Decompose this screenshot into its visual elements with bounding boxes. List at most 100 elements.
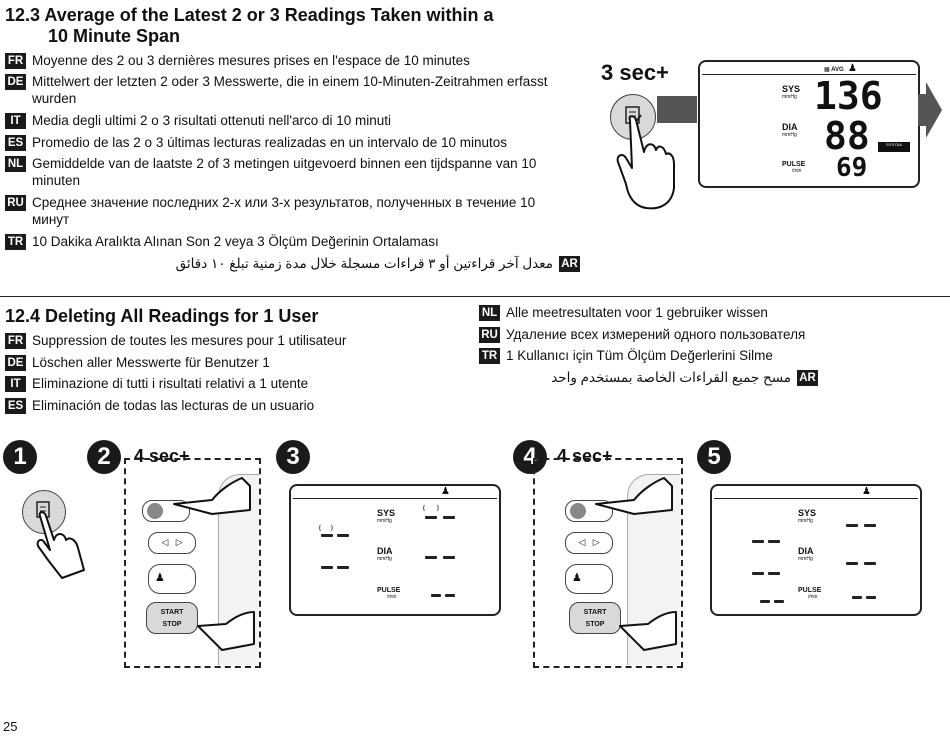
lang-tag: RU — [5, 195, 26, 211]
step-5-badge: 5 — [697, 440, 731, 474]
blink-dash — [321, 566, 333, 569]
lang-tag: IT — [5, 376, 26, 392]
dia-unit: mmHg — [782, 132, 797, 138]
pulse-unit: /min — [387, 594, 397, 600]
lang-tag: TR — [5, 234, 26, 250]
dia-label: DIA — [782, 122, 798, 132]
lang-text: Moyenne des 2 ou 3 dernières mesures pri… — [32, 53, 470, 68]
user-icon: ♟ — [848, 63, 857, 74]
lang-row-fr-2: FR Suppression de toutes les mesures pou… — [5, 332, 465, 349]
user-switch[interactable]: ♟ — [148, 564, 196, 594]
dia-label: DIA — [798, 546, 814, 556]
empty-dash — [760, 600, 770, 603]
start-stop-button[interactable]: START STOP — [569, 602, 621, 634]
empty-dash — [752, 540, 764, 543]
lang-tag: ES — [5, 398, 26, 414]
empty-dash — [846, 562, 858, 565]
sys-label: SYS — [377, 508, 396, 518]
blink-dash — [425, 516, 437, 519]
nav-buttons[interactable]: ◁ ▷ — [565, 532, 613, 554]
pulse-unit: /min — [808, 594, 818, 600]
blink-dash — [443, 516, 455, 519]
step-1-badge: 1 — [3, 440, 37, 474]
lang-tag: DE — [5, 74, 26, 90]
empty-dash — [774, 600, 784, 603]
step-2-badge: 2 — [87, 440, 121, 474]
lang-text: Eliminazione di tutti i risultati relati… — [32, 376, 309, 391]
memory-icon — [147, 503, 163, 519]
empty-dash — [846, 524, 858, 527]
lang-text: Media degli ultimi 2 o 3 risultati otten… — [32, 113, 392, 128]
lang-row-ar-2: AR مسح جميع القراءات الخاصة بمستخدم واحد — [520, 369, 818, 386]
lang-text: مسح جميع القراءات الخاصة بمستخدم واحد — [551, 370, 791, 385]
blink-dash — [443, 556, 455, 559]
blink-dash — [337, 566, 349, 569]
avg-label: ▦ AVG — [824, 67, 844, 73]
stop-label: STOP — [162, 621, 182, 628]
lang-row-it-2: IT Eliminazione di tutti i risultati rel… — [5, 375, 465, 392]
empty-dash — [864, 562, 876, 565]
lang-row-fr: FR Moyenne des 2 ou 3 dernières mesures … — [5, 52, 585, 69]
user-switch[interactable]: ♟ — [565, 564, 613, 594]
pulse-unit: /min — [792, 168, 802, 174]
lang-row-tr-2: TR 1 Kullanıcı için Tüm Ölçüm Değerlerin… — [479, 347, 939, 364]
pressing-hand-icon — [173, 477, 251, 515]
dia-unit: mmHg — [798, 556, 813, 562]
right-arrow-icon — [918, 82, 942, 138]
lang-text: معدل آخر قراءتين أو ٣ قراءات مسجلة خلال … — [175, 256, 553, 271]
pressing-hand-icon — [616, 115, 675, 210]
user-icon: ♟ — [155, 572, 165, 584]
lang-row-nl: NL Gemiddelde van de laatste 2 of 3 meti… — [5, 155, 565, 189]
hold-duration-label: 3 sec+ — [601, 60, 669, 85]
user-icon: ♟ — [572, 572, 582, 584]
lang-tag: TR — [479, 348, 500, 364]
lang-text: Alle meetresultaten voor 1 gebruiker wis… — [506, 305, 768, 320]
section-12-3-title-line2: 10 Minute Span — [48, 26, 181, 46]
lang-tag: RU — [479, 327, 500, 343]
display-divider — [702, 74, 916, 75]
pressing-hand-icon — [197, 611, 255, 651]
lang-row-es: ES Promedio de las 2 o 3 últimas lectura… — [5, 134, 585, 151]
start-label: START — [160, 609, 184, 616]
lang-tag: NL — [5, 156, 26, 172]
pressing-hand-icon — [595, 477, 673, 515]
lang-tag: FR — [5, 53, 26, 69]
stop-label: STOP — [585, 621, 605, 628]
hold-duration-label-step2: 4 sec+ — [134, 446, 190, 466]
dia-value: 88 — [824, 114, 870, 158]
lang-row-de-2: DE Löschen aller Messwerte für Benutzer … — [5, 354, 465, 371]
nav-buttons[interactable]: ◁ ▷ — [148, 532, 196, 554]
blink-indicator-icon: ❪❫ — [317, 525, 341, 532]
dia-label: DIA — [377, 546, 393, 556]
hold-duration-label-step4: 4 sec+ — [557, 446, 613, 466]
lang-text: 1 Kullanıcı için Tüm Ölçüm Değerlerini S… — [506, 348, 773, 363]
empty-dash — [866, 596, 876, 599]
lang-tag: IT — [5, 113, 26, 129]
section-divider — [0, 296, 950, 297]
lang-row-ru: RU Среднее значение последних 2-х или 3-… — [5, 194, 565, 228]
arrow-bar — [657, 96, 697, 123]
step-4-badge: 4 — [513, 440, 547, 474]
lang-row-tr: TR 10 Dakika Aralıkta Alınan Son 2 veya … — [5, 233, 585, 250]
lang-text: Удаление всех измерений одного пользоват… — [506, 327, 806, 342]
lang-text: 10 Dakika Aralıkta Alınan Son 2 veya 3 Ö… — [32, 234, 439, 249]
empty-dash — [768, 572, 780, 575]
blink-dash — [431, 594, 441, 597]
lang-row-de: DE Mittelwert der letzten 2 oder 3 Messw… — [5, 73, 585, 107]
display-panel-avg: ▦ AVG ♟ SYS mmHg 136 DIA mmHg 88 SYS DIA… — [698, 60, 920, 188]
lang-text: Promedio de las 2 o 3 últimas lecturas r… — [32, 135, 508, 150]
lang-row-ar: AR معدل آخر قراءتين أو ٣ قراءات مسجلة خل… — [150, 255, 580, 272]
display-divider — [714, 498, 918, 499]
lang-tag: AR — [559, 256, 580, 272]
lang-text: Среднее значение последних 2-х или 3-х р… — [32, 195, 536, 227]
lang-tag: AR — [797, 370, 818, 386]
section-12-4-title: 12.4 Deleting All Readings for 1 User — [5, 306, 319, 326]
start-label: START — [583, 609, 607, 616]
pulse-label: PULSE — [377, 587, 401, 594]
lang-row-nl-2: NL Alle meetresultaten voor 1 gebruiker … — [479, 304, 939, 321]
start-stop-button[interactable]: START STOP — [146, 602, 198, 634]
display-panel-step3: ♟ SYS mmHg DIA mmHg PULSE /min ❪❫ ❪❫ — [289, 484, 501, 616]
empty-dash — [768, 540, 780, 543]
lang-row-ru-2: RU Удаление всех измерений одного пользо… — [479, 326, 939, 343]
sys-value: 136 — [814, 74, 883, 118]
